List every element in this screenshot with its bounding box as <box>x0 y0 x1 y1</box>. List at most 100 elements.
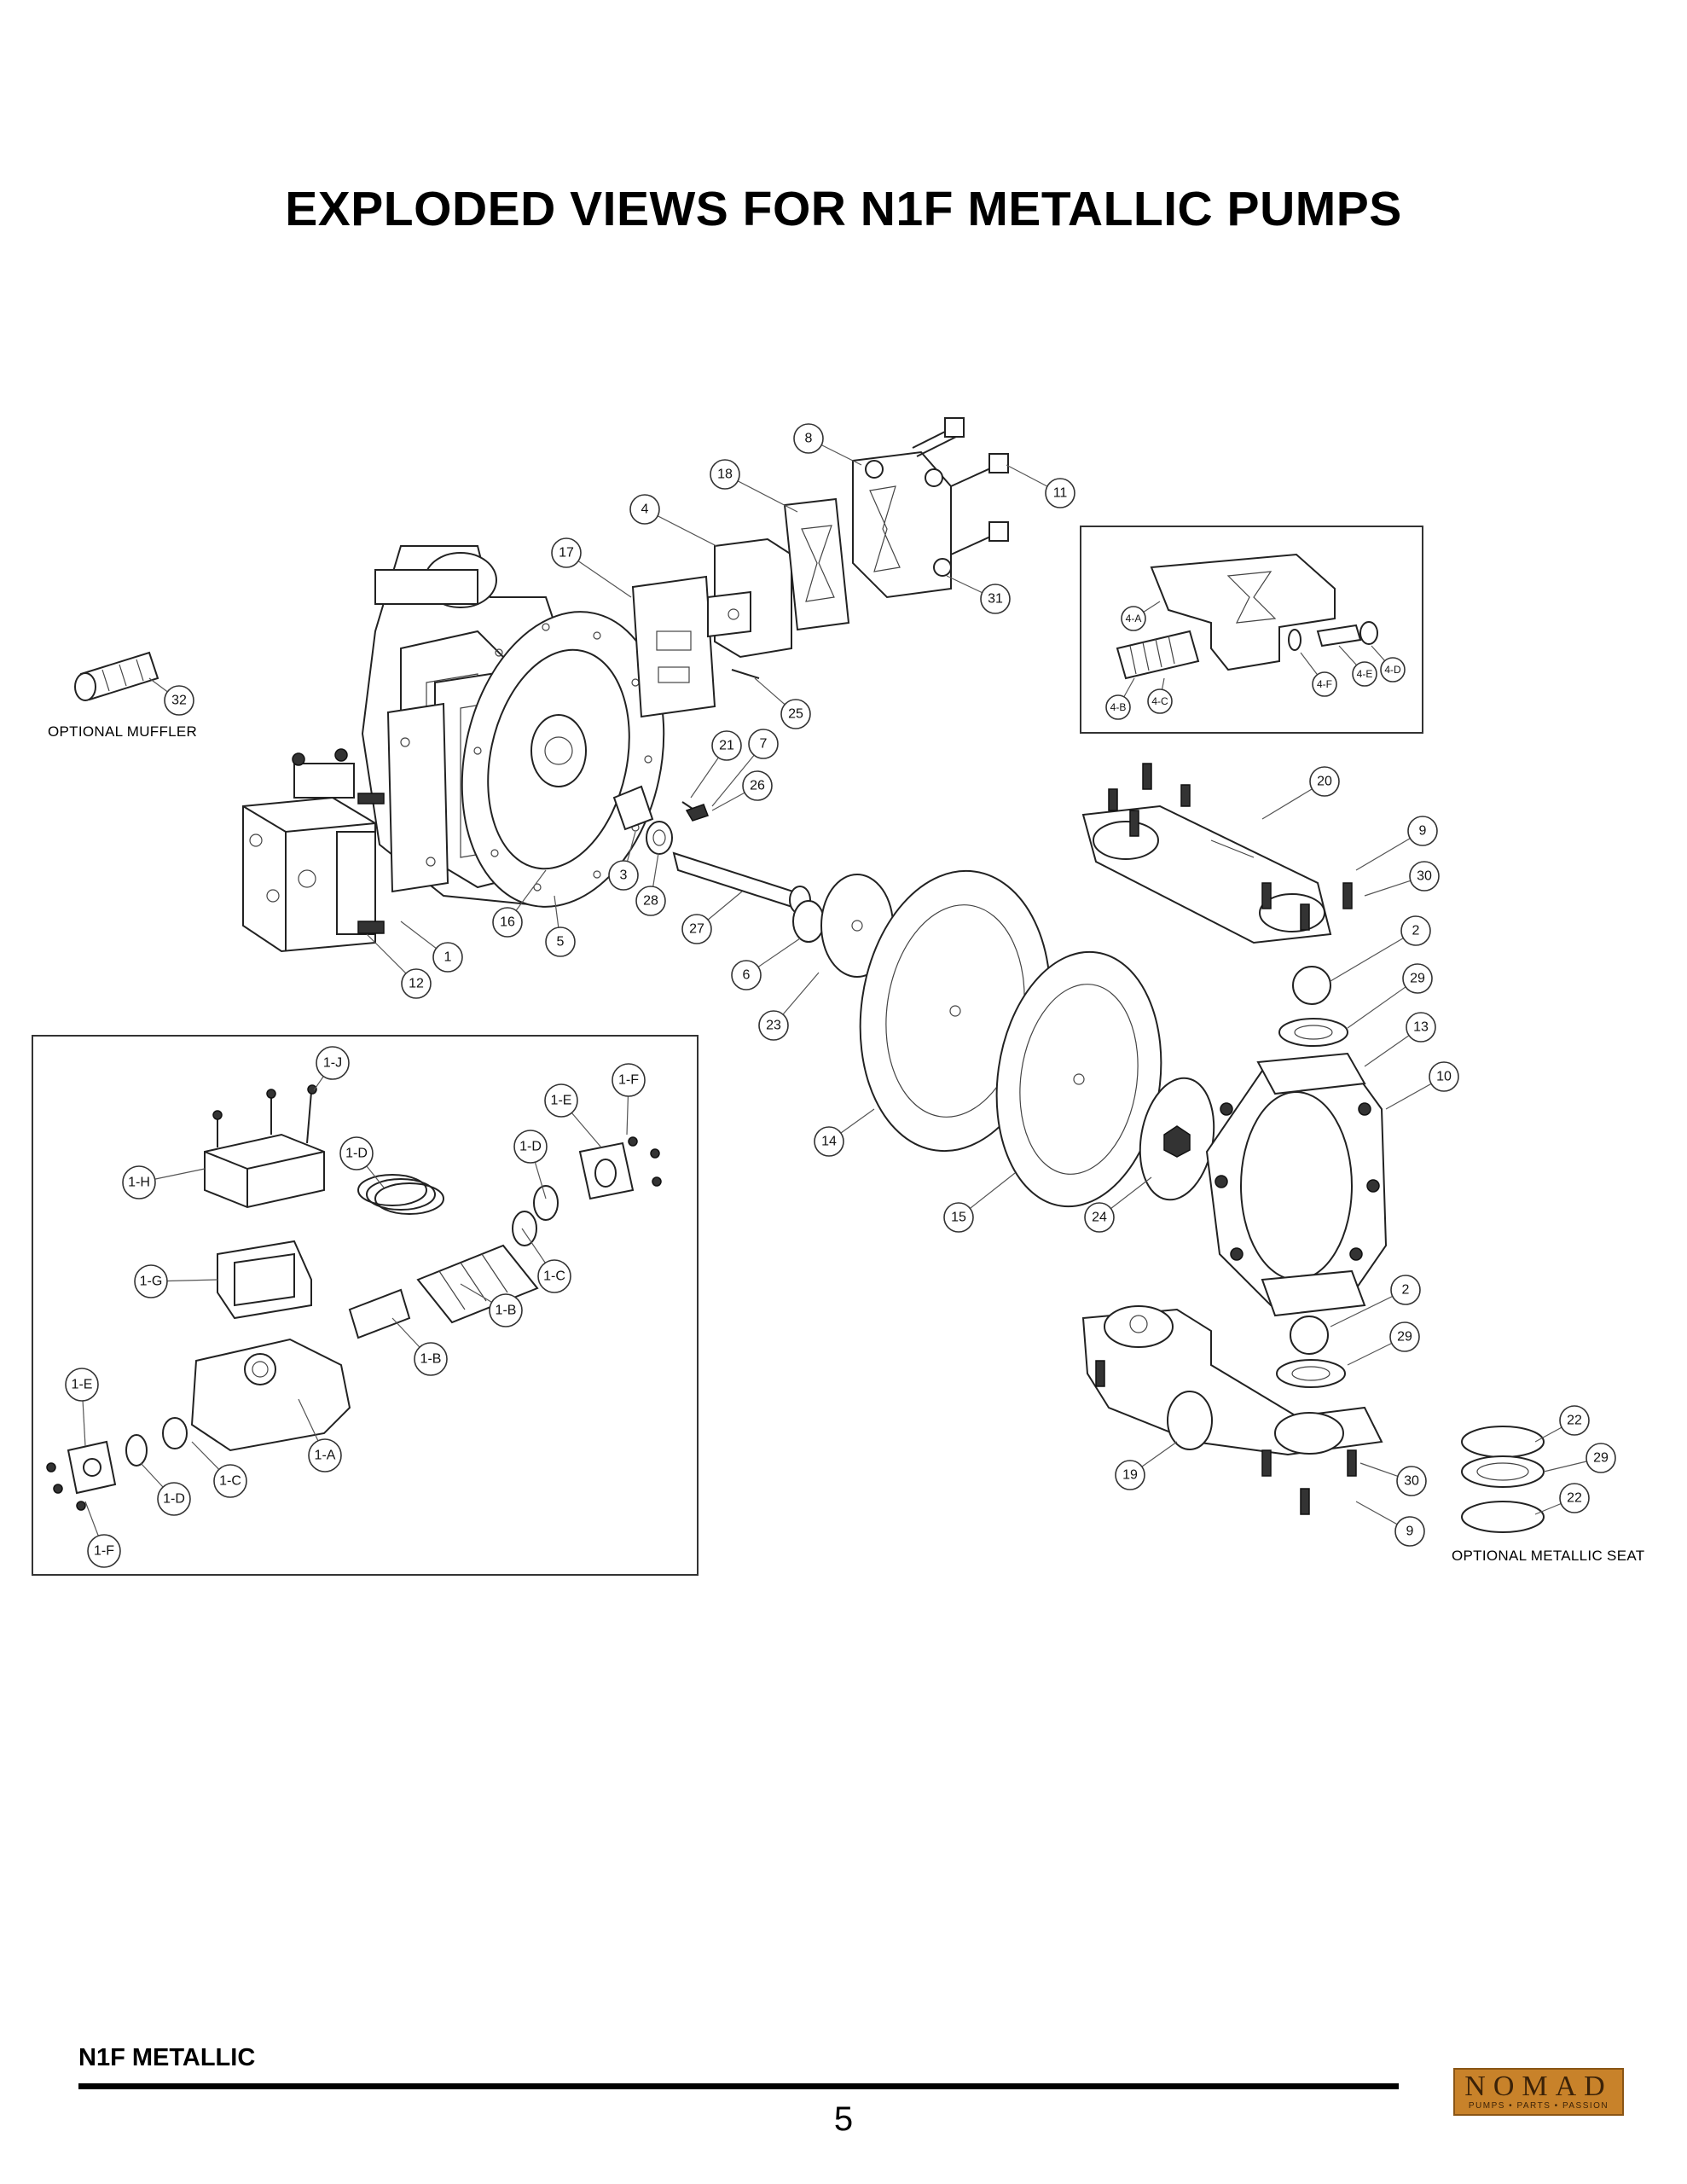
callout-balloon <box>1396 1466 1427 1496</box>
callout-label: 31 <box>988 592 1003 607</box>
callout-balloon <box>748 729 779 759</box>
muffler-32 <box>74 651 159 701</box>
callout-balloon <box>122 1165 156 1199</box>
callout-label: 30 <box>1417 869 1432 884</box>
callout-label: 8 <box>805 432 813 446</box>
callout-balloon <box>1402 963 1433 994</box>
callout-label: 19 <box>1122 1468 1138 1483</box>
optional-metallic-seat-note: OPTIONAL METALLIC SEAT <box>1452 1548 1645 1564</box>
callout-balloon <box>1559 1405 1590 1436</box>
callout-balloon <box>980 584 1011 614</box>
callout-balloon <box>1586 1443 1616 1473</box>
callout-label: 28 <box>643 894 658 909</box>
outer-plate-24 <box>1139 1077 1215 1201</box>
callout-balloon <box>213 1464 247 1498</box>
callout-label: 32 <box>171 694 187 708</box>
callout-balloon <box>758 1010 789 1041</box>
callout-label: 23 <box>766 1019 781 1033</box>
callout-balloon <box>742 770 773 801</box>
callout-balloon <box>780 699 811 729</box>
callout-label: 17 <box>559 546 574 561</box>
callout-balloon <box>414 1342 448 1376</box>
callout-balloon <box>731 960 762 990</box>
callout-balloon <box>1400 915 1431 946</box>
callout-balloon <box>710 459 740 490</box>
pilot-valve-inset-parts <box>1116 553 1378 680</box>
callout-balloon <box>943 1202 974 1233</box>
callout-label: 3 <box>620 868 628 883</box>
callout-label: 1-G <box>140 1275 163 1289</box>
callout-label: 1 <box>444 950 452 965</box>
callout-label: 12 <box>409 977 424 991</box>
callout-balloon <box>157 1482 191 1516</box>
callout-balloon <box>1105 694 1131 720</box>
callout-balloon <box>432 942 463 973</box>
callout-label: 1-C <box>543 1269 565 1284</box>
callout-balloon <box>629 494 660 525</box>
air-valve-body <box>242 748 385 953</box>
callout-balloon <box>1121 606 1146 631</box>
callout-balloon <box>87 1534 121 1568</box>
discharge-manifold-20 <box>1081 763 1353 944</box>
callout-balloon <box>1352 661 1377 687</box>
callout-label: 29 <box>1593 1451 1609 1466</box>
footer-model-label: N1F METALLIC <box>78 2044 256 2071</box>
callout-label: 30 <box>1404 1474 1419 1489</box>
callout-label: 4-B <box>1110 701 1127 713</box>
callout-balloon <box>1409 861 1440 892</box>
callout-balloon <box>1389 1321 1420 1352</box>
check-balls <box>1290 966 1331 1355</box>
callout-label: 13 <box>1413 1020 1429 1035</box>
liquid-chamber-13 <box>1205 1052 1388 1317</box>
callout-balloon <box>635 886 666 916</box>
callout-balloon <box>612 1063 646 1097</box>
callout-label: 18 <box>717 468 733 482</box>
callout-label: 1-E <box>551 1094 572 1108</box>
callout-label: 1-D <box>345 1147 368 1161</box>
callout-label: 4-D <box>1384 664 1401 676</box>
callout-balloon <box>1309 766 1340 797</box>
callout-balloon <box>544 1083 578 1118</box>
callout-balloon <box>65 1368 99 1402</box>
callout-label: 4-A <box>1126 613 1142 624</box>
optional-metallic-seat-stack <box>1461 1426 1545 1533</box>
leader-line <box>1330 930 1417 982</box>
callout-label: 4-C <box>1151 695 1168 707</box>
callout-label: 21 <box>719 739 734 753</box>
callout-balloon <box>1394 1516 1425 1547</box>
callout-label: 1-J <box>323 1056 342 1071</box>
callout-balloon <box>711 730 742 761</box>
nomad-logo: NOMAD PUMPS • PARTS • PASSION <box>1453 2068 1624 2116</box>
callout-label: 7 <box>760 737 768 752</box>
callout-label: 1-F <box>618 1073 639 1088</box>
callout-balloon <box>793 423 824 454</box>
callout-balloon <box>401 968 432 999</box>
callout-balloon <box>681 914 712 944</box>
callout-label: 5 <box>557 935 565 950</box>
muffler-plate <box>852 450 952 599</box>
callout-balloon <box>545 926 576 957</box>
callout-balloon <box>164 685 194 716</box>
callout-balloon <box>489 1293 523 1327</box>
callout-label: 1-B <box>496 1304 517 1318</box>
footer-rule <box>78 2083 1399 2089</box>
callout-label: 9 <box>1406 1525 1414 1539</box>
callout-label: 26 <box>750 779 765 793</box>
callout-label: 1-C <box>219 1474 241 1489</box>
callout-balloon <box>134 1264 168 1298</box>
callout-balloon <box>551 537 582 568</box>
callout-balloon <box>308 1438 342 1472</box>
inset-pilot-valve-box <box>1080 526 1423 734</box>
diaphragm-15 <box>995 950 1162 1208</box>
pin-25 <box>731 669 760 679</box>
callout-balloon <box>1084 1202 1115 1233</box>
bolts-11 <box>912 417 1009 555</box>
callout-label: 4-F <box>1317 678 1332 690</box>
callout-label: 6 <box>743 968 751 983</box>
callout-balloon <box>1407 816 1438 846</box>
callout-balloon <box>513 1130 548 1164</box>
pilot-gasket <box>631 575 716 718</box>
callout-label: 16 <box>500 915 515 930</box>
